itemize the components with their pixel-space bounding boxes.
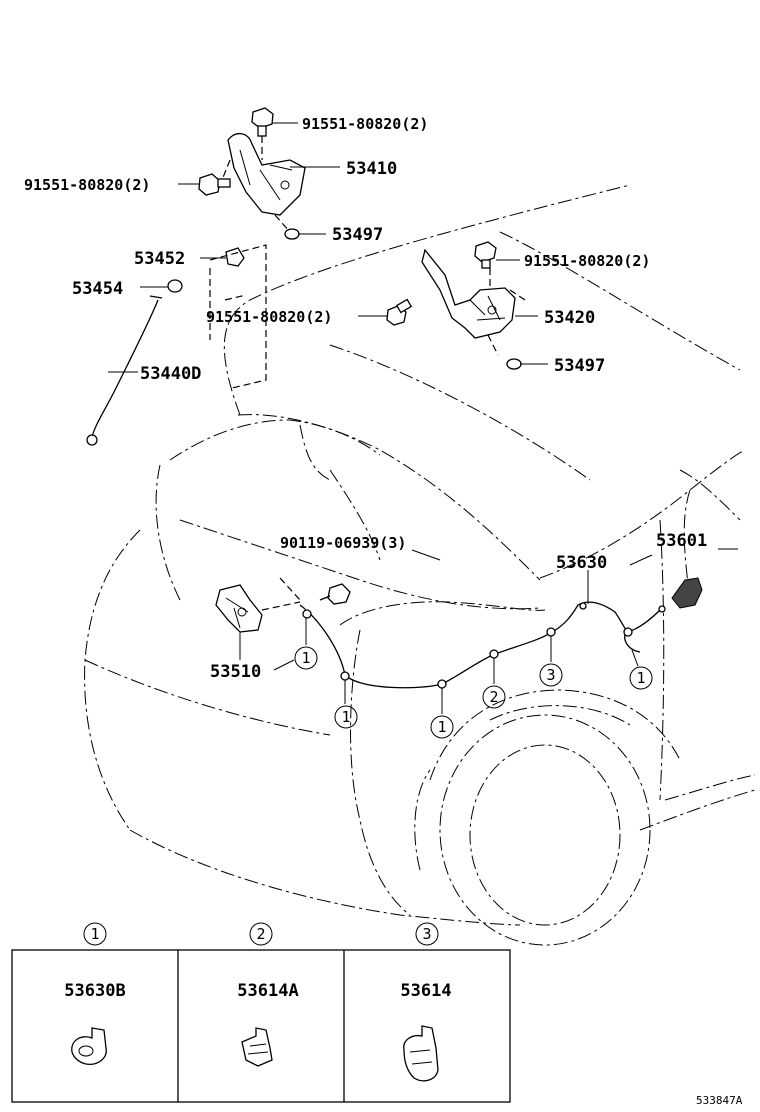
svg-text:1: 1 <box>636 669 645 687</box>
bolt-mid-icon <box>386 298 413 326</box>
release-cable-icon <box>299 601 666 689</box>
cushion-left-icon <box>284 228 300 240</box>
legend-table: 1 53630B 2 53614A 3 53614 <box>11 922 511 1103</box>
bolt-top-icon <box>251 107 274 137</box>
legend-number: 1 <box>90 925 99 943</box>
svg-text:3: 3 <box>546 666 555 684</box>
svg-text:1: 1 <box>437 718 446 736</box>
clip-53614-icon <box>403 1025 439 1082</box>
legend-part-label: 53630B <box>64 981 125 1001</box>
hinge-right-label: 53420 <box>544 308 595 328</box>
clip-53454-label: 53454 <box>72 279 123 299</box>
legend-part-label: 53614A <box>237 981 298 1001</box>
hinge-left-icon <box>221 133 306 233</box>
bolt-left-label: 91551-80820(2) <box>24 176 150 194</box>
bolt-left-icon <box>198 173 231 196</box>
clip-53614a-icon <box>241 1027 273 1067</box>
support-rod-bracket-guide <box>209 244 267 389</box>
hinge-right-icon <box>421 248 526 356</box>
svg-text:1: 1 <box>341 708 350 726</box>
clip-53452-icon <box>225 247 245 267</box>
svg-text:1: 1 <box>301 649 310 667</box>
callout-marker: 2 <box>482 685 506 709</box>
clip-53454-icon <box>167 279 183 293</box>
cushion-left-label: 53497 <box>332 225 383 245</box>
support-rod-label: 53440D <box>140 364 201 384</box>
cable-label: 53630 <box>556 553 607 573</box>
screw-icon <box>319 583 351 605</box>
vehicle-body-outline <box>84 184 756 946</box>
callout-marker: 1 <box>629 666 653 690</box>
bolt-top-label: 91551-80820(2) <box>302 115 428 133</box>
bolt-right-label: 91551-80820(2) <box>524 252 650 270</box>
callout-marker: 1 <box>430 715 454 739</box>
release-lever-icon <box>671 577 703 609</box>
bolt-mid-label: 91551-80820(2) <box>206 308 332 326</box>
hinge-left-label: 53410 <box>346 159 397 179</box>
hood-lock-icon <box>215 577 301 633</box>
cushion-right-icon <box>506 358 522 370</box>
clip-53630b-icon <box>71 1027 107 1065</box>
legend-part-label: 53614 <box>400 981 451 1001</box>
legend-number: 3 <box>422 925 431 943</box>
leader-lines <box>108 122 738 714</box>
bolt-right-icon <box>474 241 497 269</box>
screw-label: 90119-06939(3) <box>280 534 406 552</box>
lock-label: 53510 <box>210 662 261 682</box>
callout-marker: 3 <box>539 663 563 687</box>
callout-marker: 1 <box>334 705 358 729</box>
lever-label: 53601 <box>656 531 707 551</box>
cushion-right-label: 53497 <box>554 356 605 376</box>
clip-53452-label: 53452 <box>134 249 185 269</box>
support-rod-icon <box>86 295 163 446</box>
callout-marker: 1 <box>294 646 318 670</box>
svg-text:2: 2 <box>489 688 498 706</box>
drawing-code: 533847A <box>696 1094 743 1107</box>
legend-number: 2 <box>256 925 265 943</box>
